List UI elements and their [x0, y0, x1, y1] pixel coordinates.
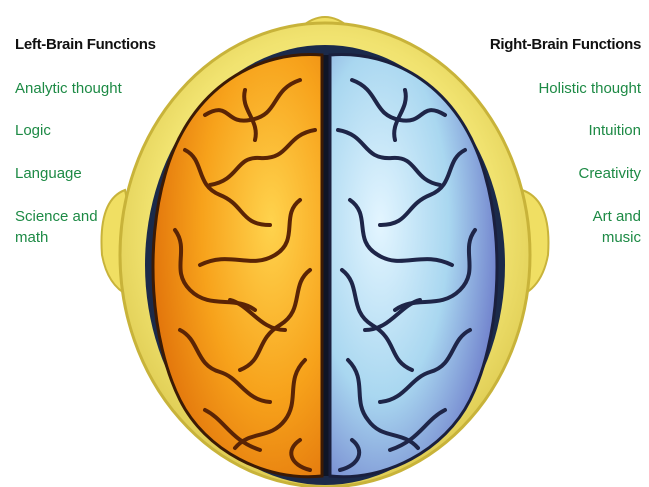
left-item-analytic: Analytic thought [15, 78, 122, 99]
right-brain-heading: Right-Brain Functions [490, 36, 641, 53]
left-brain-heading: Left-Brain Functions [15, 36, 156, 53]
right-item-creativity: Creativity [578, 163, 641, 184]
right-item-holistic: Holistic thought [538, 78, 641, 99]
left-item-language: Language [15, 163, 82, 184]
right-item-intuition: Intuition [588, 120, 641, 141]
right-item-art-music: Art and music [581, 206, 641, 248]
left-item-science-math: Science and math [15, 206, 110, 248]
left-item-logic: Logic [15, 120, 51, 141]
